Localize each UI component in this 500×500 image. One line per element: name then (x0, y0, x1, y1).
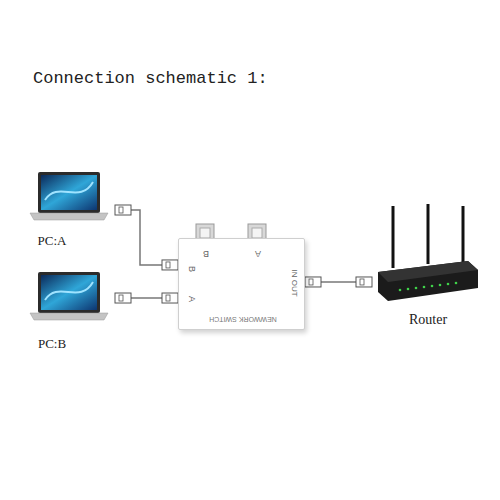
laptop-node: PC:A (30, 168, 115, 252)
screen-swirl (45, 282, 93, 300)
port-label: A (186, 296, 196, 302)
router-figure (378, 204, 478, 301)
rj-port-hole (200, 228, 210, 238)
rj45-plug (115, 205, 131, 215)
port-label: A (255, 248, 261, 258)
network-switch-box: B A B A IN OUT NEWWORK SWITCH (178, 238, 305, 330)
laptop-lid (38, 272, 100, 313)
screen-swirl (45, 182, 93, 200)
port-label: IN OUT (290, 269, 299, 296)
rj45-clip (166, 262, 170, 268)
rj-port-hole (252, 228, 262, 238)
rj45-clip (119, 295, 123, 301)
laptop-b (30, 272, 108, 320)
antenna (462, 206, 465, 264)
rj45-plug (305, 277, 321, 287)
laptop-node: PC:B (30, 268, 115, 354)
rj45-plug (162, 260, 178, 270)
router-body (378, 261, 478, 301)
cable-group (115, 205, 178, 270)
ethernet-cable (115, 210, 178, 265)
device-label: Router (409, 312, 447, 327)
rj45-plug (115, 293, 131, 303)
laptop-screen (41, 275, 97, 310)
antenna (427, 204, 430, 264)
cable-group (115, 293, 178, 303)
rj45-clip (166, 295, 170, 301)
laptop-base (30, 313, 108, 320)
router-leds (399, 282, 458, 292)
laptop-screen (41, 175, 97, 210)
cable-group (305, 277, 372, 287)
router-node: Router (372, 200, 482, 332)
port-label: B (203, 248, 209, 258)
rj45-plug (356, 277, 372, 287)
port-label: B (186, 266, 196, 272)
rj45-plug (162, 293, 178, 303)
laptop-base (30, 213, 108, 220)
antenna (392, 206, 395, 268)
rj45-clip (309, 279, 313, 285)
port-label: NEWWORK SWITCH (209, 315, 277, 323)
rj45-clip (119, 207, 123, 213)
rj45-clip (360, 279, 364, 285)
device-label: PC:A (38, 234, 67, 248)
laptop-lid (38, 172, 100, 213)
router-top (378, 261, 478, 282)
device-label: PC:B (38, 337, 66, 351)
diagram-title: Connection schematic 1: (33, 69, 268, 88)
laptop-a (30, 172, 108, 220)
